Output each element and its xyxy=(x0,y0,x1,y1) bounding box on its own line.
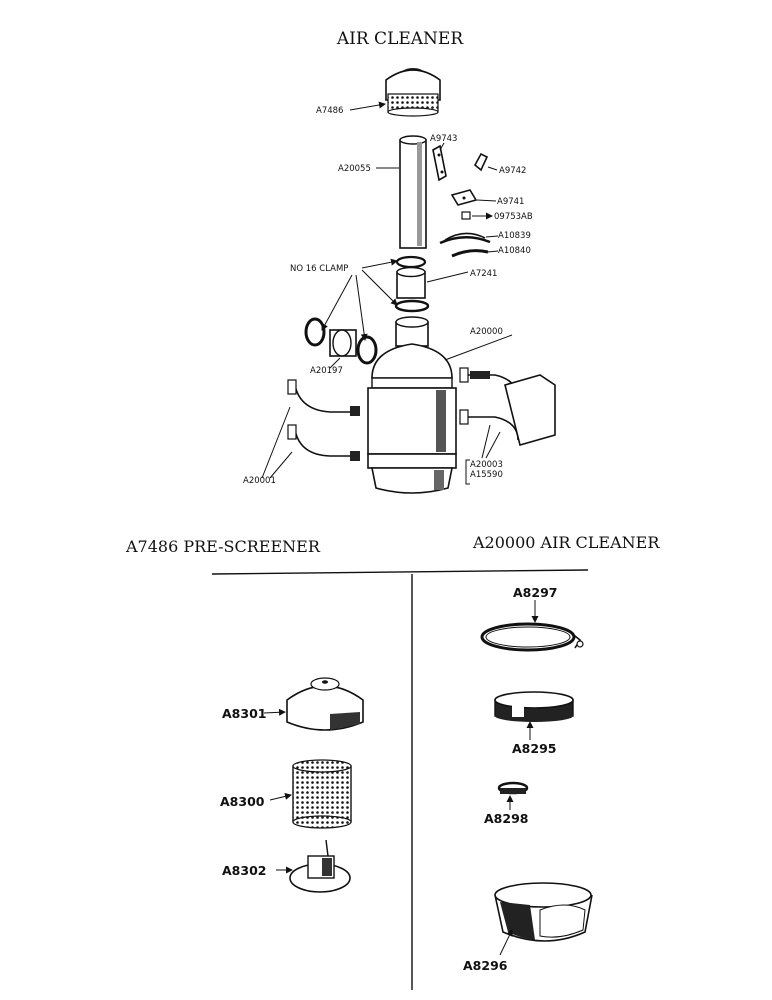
label-a8295: A8295 xyxy=(512,741,556,756)
label-a8297: A8297 xyxy=(513,585,557,600)
bracket-a9743-drawing xyxy=(432,144,447,182)
prescreener-cap-drawing xyxy=(385,68,441,117)
section-divider-horizontal xyxy=(211,569,589,575)
intake-pipe-drawing xyxy=(399,135,427,249)
label-a7486: A7486 xyxy=(316,106,343,116)
hose-a7241-drawing xyxy=(394,255,430,313)
plate-a9741-drawing xyxy=(450,189,478,206)
label-a8296: A8296 xyxy=(463,958,508,973)
prescreener-title: A7486 PRE-SCREENER xyxy=(125,537,321,556)
label-a7241: A7241 xyxy=(470,269,497,279)
label-a8302: A8302 xyxy=(222,863,266,878)
aircleaner-body-drawing xyxy=(367,316,457,494)
aircleaner-title: A20000 AIR CLEANER xyxy=(472,533,660,552)
bracket-a20003-drawing xyxy=(459,367,556,446)
label-a10840: A10840 xyxy=(498,246,531,256)
base-a8302-drawing xyxy=(289,839,351,893)
nut-09753ab-drawing xyxy=(461,211,471,220)
clamp-a8297-drawing xyxy=(480,622,584,652)
screen-a8300-drawing xyxy=(292,759,352,829)
main-title: AIR CLEANER xyxy=(336,29,464,49)
label-a20197: A20197 xyxy=(310,366,343,376)
clamp-a10839-drawing xyxy=(439,232,491,245)
label-a15590: A15590 xyxy=(470,470,503,480)
clamp-a10840-drawing xyxy=(451,249,489,258)
elbow-a20197-drawing xyxy=(304,317,378,365)
label-09753ab: 09753AB xyxy=(494,212,533,222)
label-a10839: A10839 xyxy=(498,231,531,241)
cup-a8296-drawing xyxy=(494,882,593,942)
label-a20001: A20001 xyxy=(243,476,276,486)
label-a9743: A9743 xyxy=(430,134,457,144)
label-a20055: A20055 xyxy=(338,164,371,174)
cover-a8301-drawing xyxy=(286,677,364,731)
label-no16-clamp: NO 16 CLAMP xyxy=(290,264,348,274)
label-a9741: A9741 xyxy=(497,197,524,207)
label-a20003: A20003 xyxy=(470,460,503,470)
element-a8295-drawing xyxy=(494,691,574,722)
clip-a8298-drawing xyxy=(497,781,529,795)
label-a8298: A8298 xyxy=(484,811,528,826)
label-a8300: A8300 xyxy=(220,794,265,809)
label-a9742: A9742 xyxy=(499,166,526,176)
label-a8301: A8301 xyxy=(222,706,266,721)
label-a20000: A20000 xyxy=(470,327,503,337)
bracket-a9742-drawing xyxy=(473,152,489,172)
band-a20001-drawing xyxy=(287,379,360,461)
